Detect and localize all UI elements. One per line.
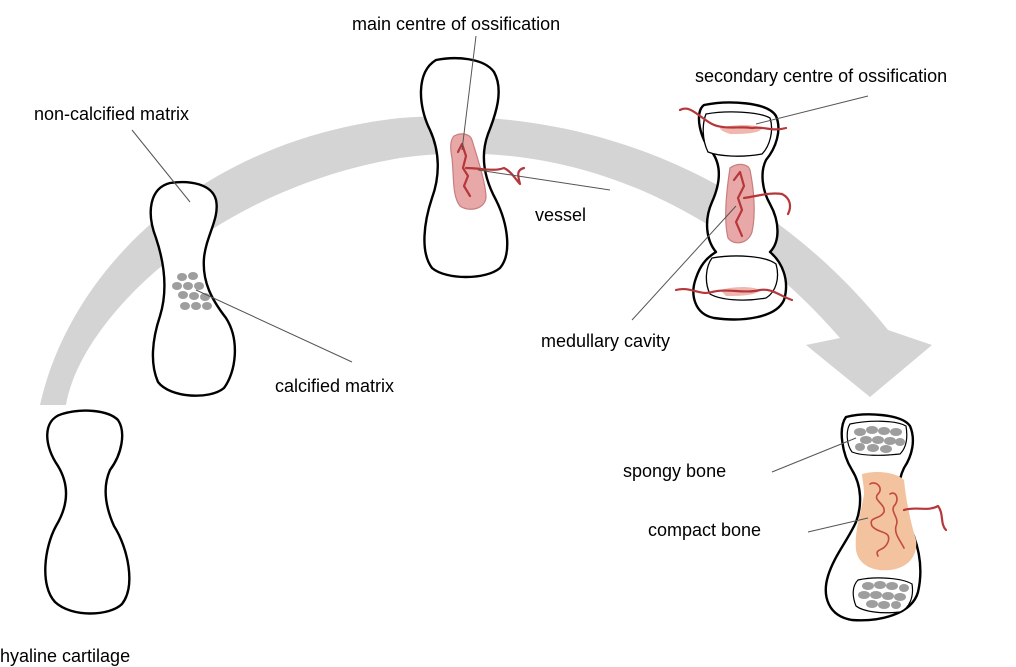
leader-secondary-centre	[756, 96, 868, 124]
compact-bone-region	[856, 472, 917, 570]
bone-cell	[878, 427, 890, 435]
label-spongy: spongy bone	[623, 461, 726, 481]
label-vessel: vessel	[535, 205, 586, 225]
bone-cell	[866, 600, 878, 608]
bone-cell	[855, 443, 865, 451]
bone-cell	[894, 593, 906, 601]
calcified-cell	[189, 292, 199, 300]
bone-cell	[884, 437, 896, 445]
label-compact: compact bone	[648, 520, 761, 540]
calcified-cell	[188, 272, 198, 280]
bone-cell	[882, 592, 894, 600]
bone-cell	[895, 438, 905, 446]
label-non-calcified: non-calcified matrix	[34, 104, 189, 124]
stage-mature-bone	[826, 414, 946, 620]
label-hyaline: hyaline cartilage	[0, 646, 130, 666]
bone-cell	[872, 436, 884, 444]
calcified-cell	[194, 282, 204, 290]
bone-cell	[862, 582, 874, 590]
calcified-cell	[180, 302, 190, 310]
calcified-cell	[177, 273, 187, 281]
stage-hyaline-cartilage	[45, 411, 129, 614]
calcified-cell	[202, 302, 212, 310]
bone-cell	[870, 591, 882, 599]
bone-cell	[854, 428, 866, 436]
calcified-cell	[183, 282, 193, 290]
leader-spongy	[772, 438, 856, 472]
bone-cell	[880, 445, 892, 453]
bone-cell	[899, 584, 909, 592]
calcified-cell	[172, 282, 182, 290]
bone-cell	[858, 591, 870, 599]
leader-vessel	[478, 170, 610, 190]
bone-cell	[860, 436, 872, 444]
stage-main-ossification	[421, 58, 524, 277]
calcified-cell	[191, 302, 201, 310]
bone-cell	[890, 428, 902, 436]
calcified-cell	[178, 291, 188, 299]
bone-cell	[866, 426, 878, 434]
label-calcified: calcified matrix	[275, 376, 394, 396]
cartilage-model-outline	[45, 411, 129, 614]
bone-cell	[867, 444, 879, 452]
label-medullary: medullary cavity	[541, 331, 670, 351]
bone-cell	[891, 601, 901, 609]
bone-cell	[874, 581, 886, 589]
bone-cell	[878, 601, 890, 609]
bone-cell	[886, 582, 898, 590]
label-main-centre: main centre of ossification	[352, 14, 560, 34]
label-secondary-centre: secondary centre of ossification	[695, 66, 947, 86]
secondary-centre-top	[703, 112, 771, 156]
